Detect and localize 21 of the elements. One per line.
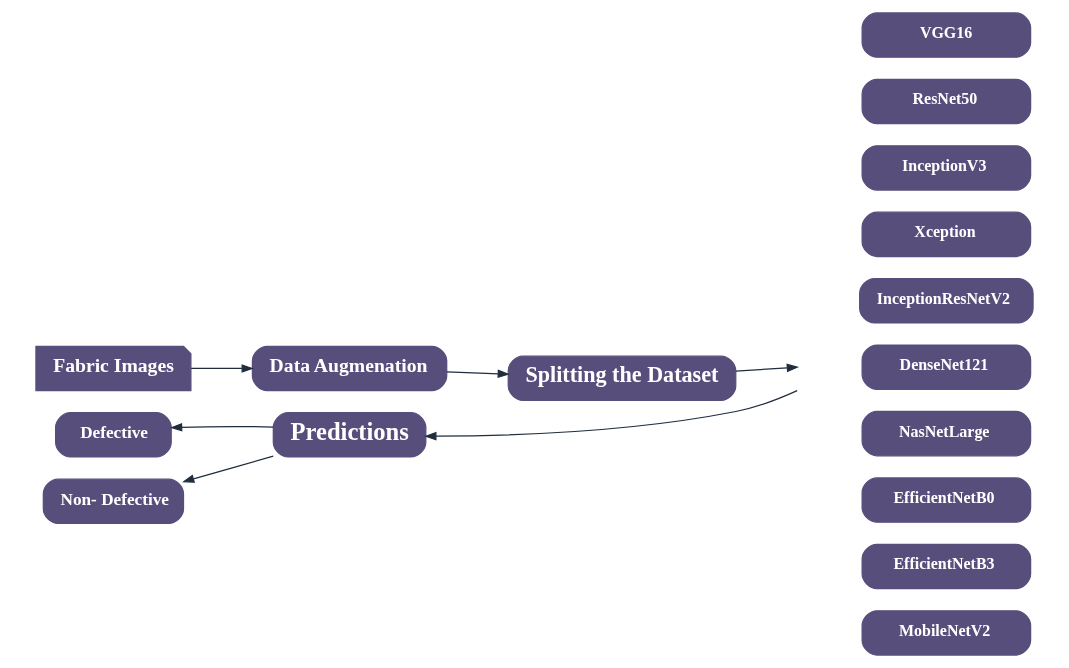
arrow (446, 369, 510, 379)
node-box: Defective (55, 412, 172, 458)
node-box: InceptionResNetV2 (859, 278, 1034, 324)
node-box: NasNetLarge (861, 410, 1032, 457)
node-box: VGG16 (861, 12, 1032, 58)
node-box: Data Augmenation (251, 345, 448, 392)
node-box: Predictions (272, 412, 427, 458)
node-box: EfficientNetB0 (861, 477, 1032, 523)
node-box: ResNet50 (861, 78, 1032, 125)
node-box: DenseNet121 (861, 344, 1032, 390)
node-box: Non- Defective (42, 478, 185, 525)
node-box: MobileNetV2 (861, 610, 1032, 656)
arrow (182, 455, 274, 483)
node-box: InceptionV3 (861, 145, 1032, 191)
arrow (190, 364, 254, 373)
node-box: Splitting the Dataset (507, 355, 737, 402)
arrow (735, 363, 800, 373)
node-box: EfficientNetB3 (861, 543, 1032, 590)
arrow (424, 390, 798, 441)
arrow (169, 422, 274, 432)
node-box: Xception (861, 211, 1032, 258)
